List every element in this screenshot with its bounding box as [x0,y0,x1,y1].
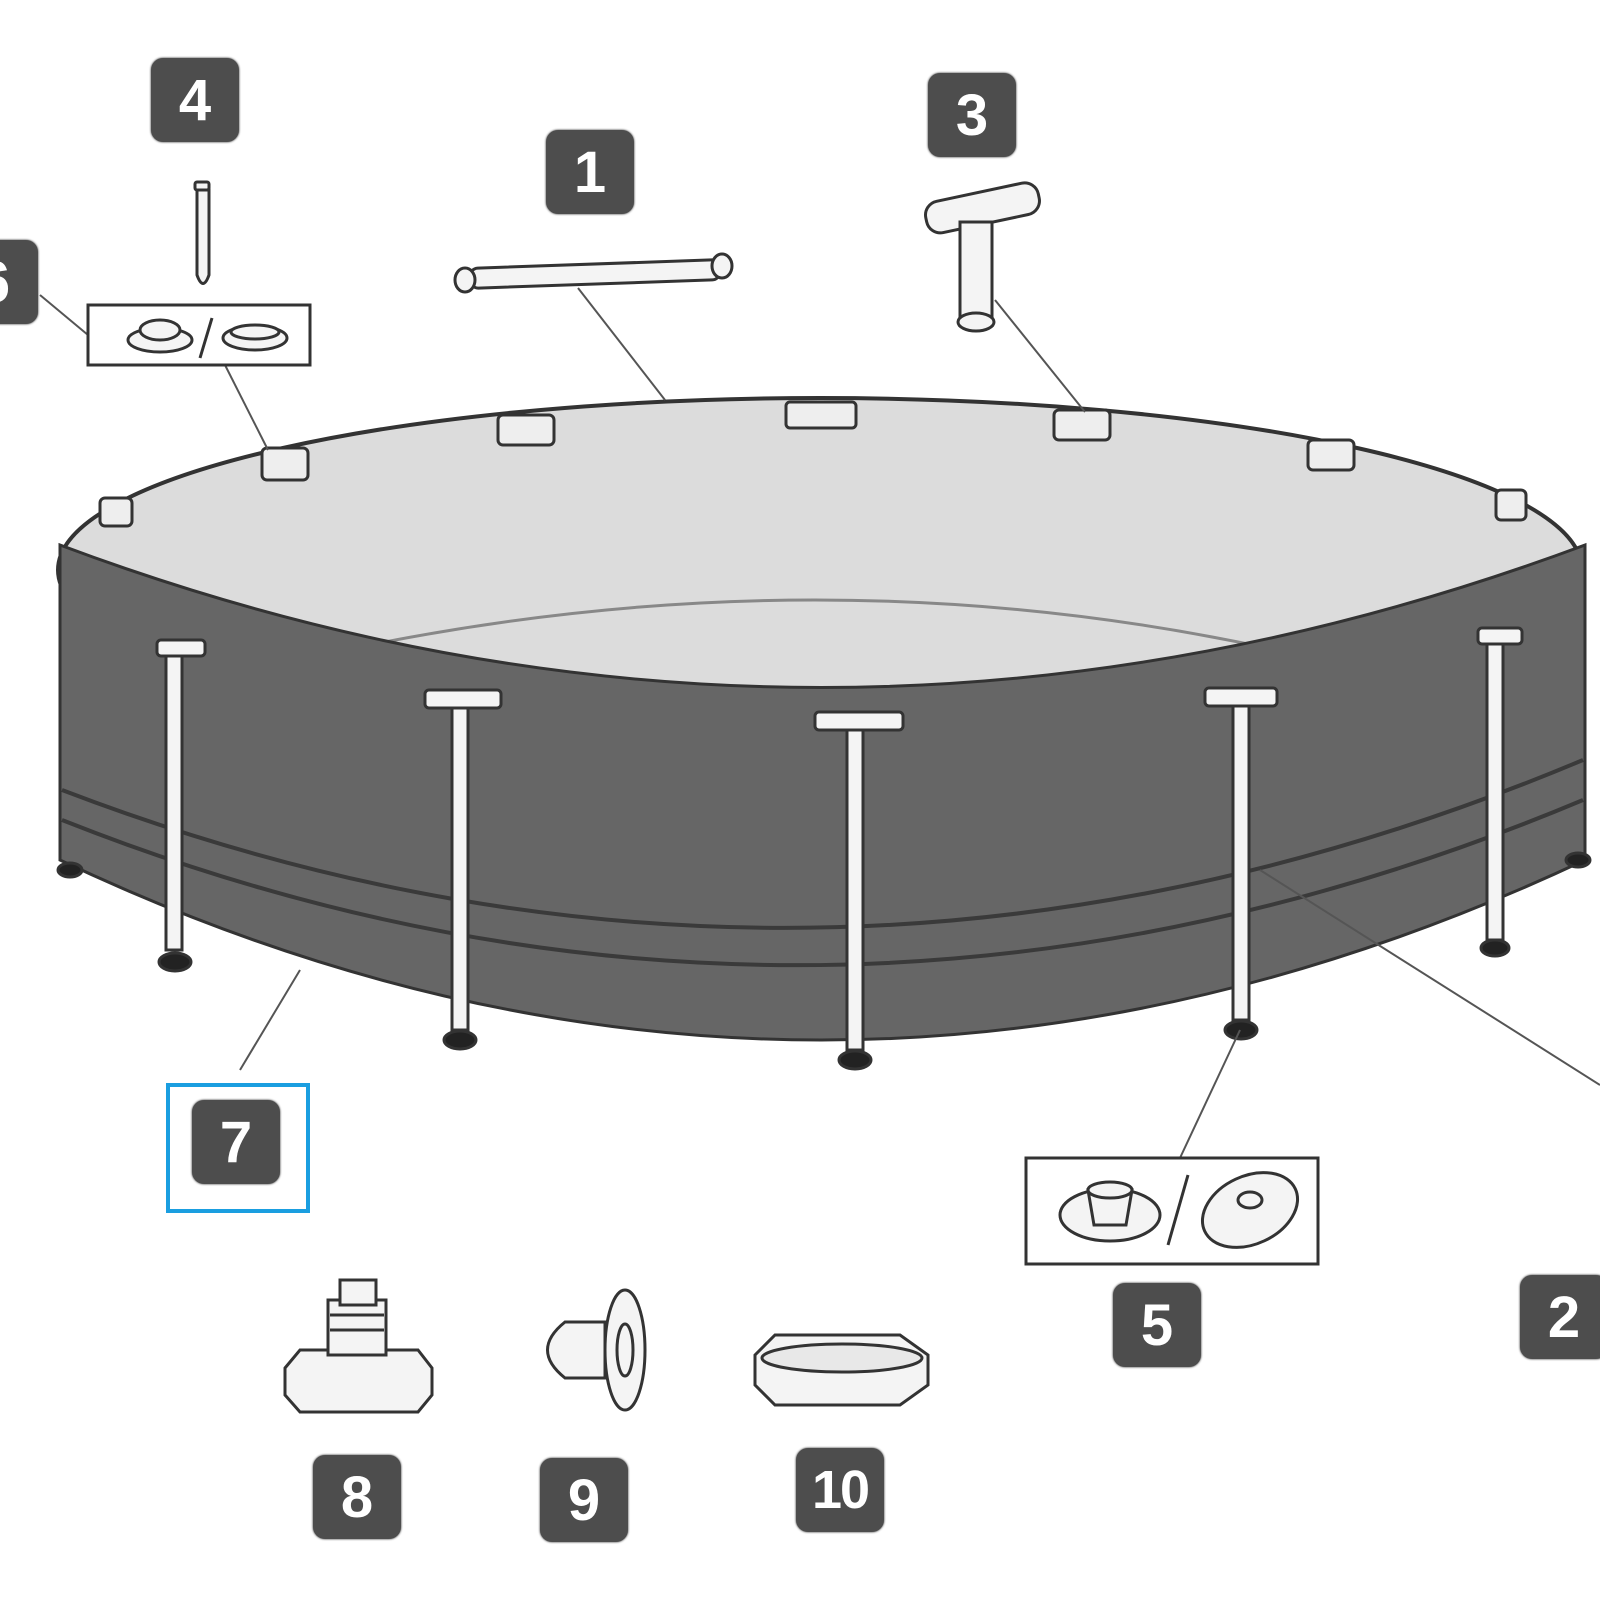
part-1-rail-illustration [453,252,734,294]
part-4-pin-illustration [193,180,211,285]
part-8-drain-valve-illustration [283,1278,434,1414]
top-joints [98,400,1528,528]
part-badge-7[interactable]: 7 [192,1100,280,1184]
part-badge-5[interactable]: 5 [1113,1283,1201,1367]
part-badge-3[interactable]: 3 [928,73,1016,157]
part-badge-8[interactable]: 8 [313,1455,401,1539]
part-10-nut-illustration [753,1333,930,1407]
legs [56,626,1592,1071]
part-5-leg-cap-illustration [1024,1156,1320,1266]
wall-band [61,758,1584,930]
part-6-seal-illustration [86,303,312,367]
leader-lines [39,287,1600,1159]
selected-part-highlight [166,1083,310,1213]
part-badge-9[interactable]: 9 [540,1458,628,1542]
part-badge-10[interactable]: 10 [796,1448,884,1532]
part-badge-6[interactable]: 6 [0,240,38,324]
wall-band [61,798,1584,968]
part-9-plug-illustration [546,1288,647,1412]
part-3-t-joint-illustration [924,181,1041,333]
part-badge-4[interactable]: 4 [151,58,239,142]
part-badge-2[interactable]: 2 [1520,1275,1600,1359]
pool-floor-line [299,598,1321,662]
part-badge-1[interactable]: 1 [546,130,634,214]
